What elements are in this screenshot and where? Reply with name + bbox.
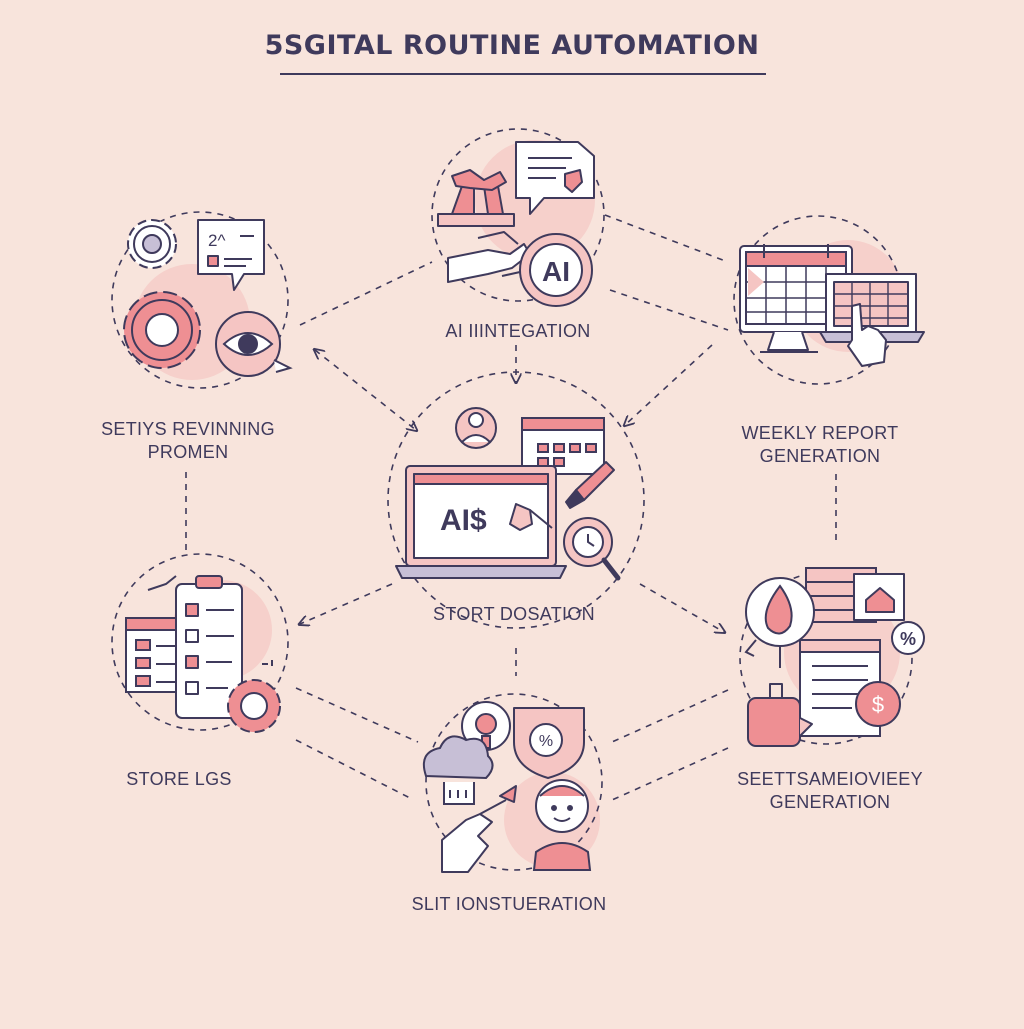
connector-store-to-bottom-lower [295,739,411,799]
robot-arm-icon [437,169,515,227]
cloud-icon [422,735,494,805]
node-stort-dosation: AI$ [387,371,645,629]
shield-percent-icon: % [513,707,585,779]
label-line: WEEKLY REPORT [741,423,899,443]
label-settings-reviewing: SETIYS REVINNING PROMEN [88,418,288,464]
connector-ai-to-weekly-lower [609,289,729,331]
label-line: STORT DOSATION [433,604,595,624]
house-icon [853,573,905,621]
connector-settings-to-center [315,350,416,430]
eye-icon [215,311,293,377]
node-dashed-ring [387,371,645,629]
label-store-logs: STORE LGS [94,768,264,791]
label-stort-dosation: STORT DOSATION [404,603,624,626]
gear-icon [127,219,177,269]
percent-badge-text: % [900,629,916,649]
label-line: PROMEN [147,442,229,462]
label-line: AI IIINTEGATION [445,321,591,341]
percent-icon: % [891,621,925,655]
laptop-icon [819,273,925,343]
brush-icon [565,461,615,509]
gear-icon [227,679,281,733]
connector-settsamei-to-bottom [611,689,729,743]
label-line: GENERATION [769,792,891,812]
magnifier-icon [563,517,621,581]
chat-document-icon [515,141,595,215]
title-underline [280,73,766,75]
connector-settsamei-to-bottom-lower [611,747,729,801]
node-dashed-ring [425,693,603,871]
node-settings-reviewing: 2^ [111,211,293,389]
pointer-hand-icon [847,303,887,367]
chat-bubble-text: 2^ [208,231,225,250]
node-dashed-ring [111,211,289,389]
label-weekly-report: WEEKLY REPORT GENERATION [720,422,920,468]
user-icon [455,407,497,449]
dollar-badge-text: $ [872,692,884,717]
sparkle-icon [262,660,273,666]
label-ai-integation: AI IIINTEGATION [418,320,618,343]
label-line: SEETTSAMEIOVIEEY [737,769,923,789]
node-ai-integation: AI [431,128,605,307]
connector-center-to-settsamei [639,583,724,632]
label-line: GENERATION [759,446,881,466]
node-weekly-report [733,215,925,385]
dollar-icon: $ [855,681,901,727]
laptop-icon: AI$ [395,465,567,579]
node-store-logs [111,553,289,733]
trend-arrow-icon [147,575,177,591]
connector-store-to-bottom [295,687,419,743]
chat-bubble-icon: 2^ [197,219,265,291]
connector-weekly-to-center [625,344,713,425]
bag-icon [747,683,813,747]
label-line: SLIT IONSTUERATION [411,894,607,914]
node-dashed-ring [111,553,289,731]
connectors [185,214,837,801]
label-line: STORE LGS [126,769,232,789]
node-slit-ionstueration: % [422,693,603,873]
calendar-icon [521,417,605,475]
label-line: SETIYS REVINNING [101,419,275,439]
shield-percent-text: % [539,733,553,750]
connector-ai-to-weekly [604,214,729,263]
checklist-icon [175,575,243,719]
label-settsamei-generation: SEETTSAMEIOVIEEY GENERATION [720,768,940,814]
person-icon [532,779,592,871]
gear-icon-large [123,291,201,369]
flame-icon [744,577,815,657]
hand-icon [441,785,517,873]
node-dashed-ring [431,128,605,302]
ai-badge-text: AI [542,256,570,287]
laptop-screen-text: AI$ [440,504,487,537]
label-slit-ionstueration: SLIT IONSTUERATION [394,893,624,916]
page-title: 5SGITAL ROUTINE AUTOMATION [264,30,760,61]
connector-settings-to-ai [299,261,433,326]
node-settsamei-generation: % $ [739,567,925,747]
ai-chip-icon: AI [501,233,593,307]
connector-center-to-store [300,583,393,624]
node-dashed-ring [739,571,913,745]
